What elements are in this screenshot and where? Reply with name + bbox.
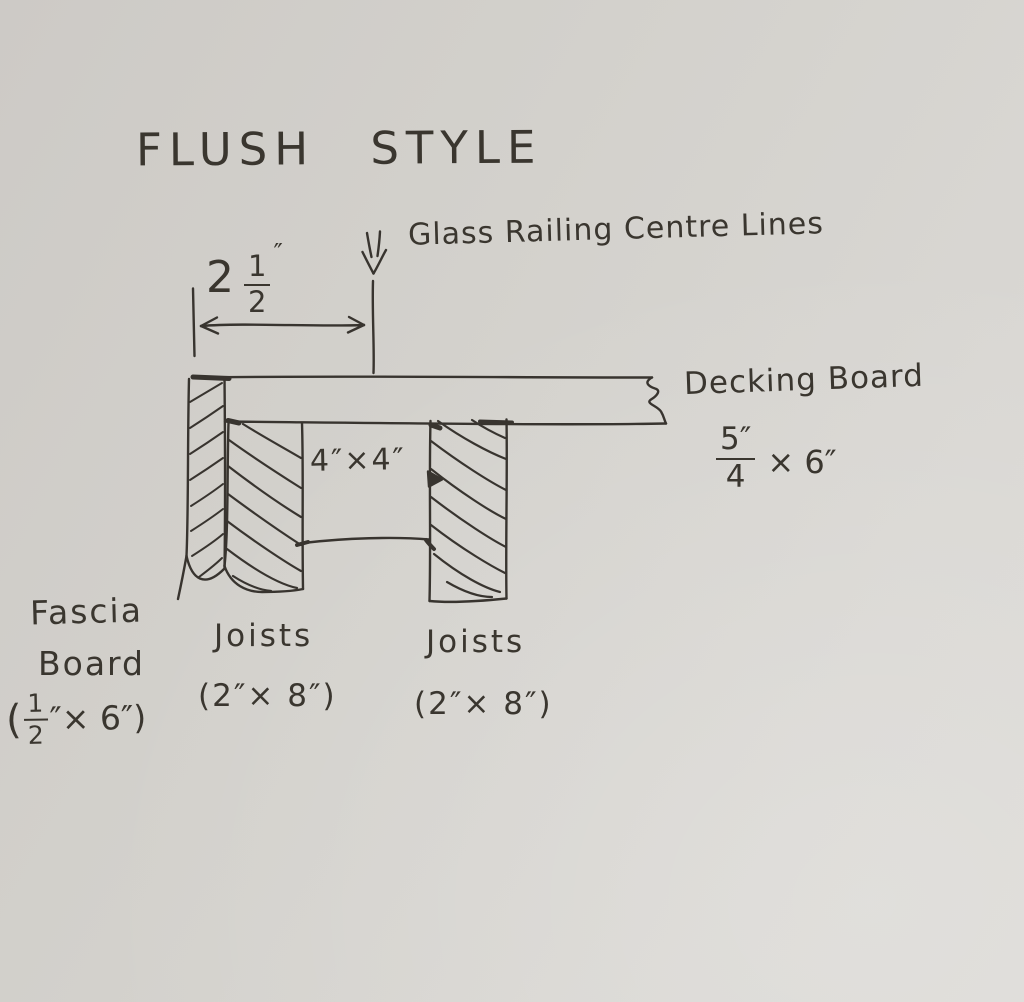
joist-right-hatch bbox=[429, 418, 508, 599]
dimension-denominator: 2 bbox=[248, 285, 267, 319]
joist-right-label: Joists bbox=[426, 624, 526, 660]
fascia-label-line2: Board bbox=[38, 644, 145, 683]
dimension-unit: ″ bbox=[273, 238, 283, 267]
dimension-fraction: 1 2 bbox=[244, 252, 271, 319]
dimension-arrow bbox=[191, 287, 366, 358]
dimension-label: 2 1 2 ″ bbox=[206, 238, 283, 319]
decking-size-suffix: × 6″ bbox=[767, 442, 837, 481]
post-size-label: 4″×4″ bbox=[309, 442, 407, 479]
ink-mark bbox=[225, 418, 242, 426]
dimension-numerator: 1 bbox=[244, 252, 271, 286]
decking-board-shape bbox=[194, 375, 668, 426]
joist-left-shape bbox=[223, 418, 305, 594]
down-arrow-icon bbox=[361, 230, 388, 275]
ink-mark bbox=[426, 470, 444, 488]
fascia-board-shape bbox=[176, 374, 232, 601]
fascia-size-label: ( 1 2 ″× 6″) bbox=[5, 689, 147, 750]
fascia-size-fraction: 1 2 bbox=[23, 689, 48, 750]
decking-size-denominator: 4 bbox=[725, 459, 746, 495]
joist-left-label: Joists bbox=[214, 618, 314, 654]
fascia-hatch bbox=[189, 382, 224, 578]
joist-right-size: (2″× 8″) bbox=[414, 686, 553, 722]
ink-mark bbox=[424, 538, 436, 551]
page-title: FLUSH STYLE bbox=[135, 120, 543, 177]
glass-centreline bbox=[371, 279, 375, 375]
decking-size-numerator-unit: ″ bbox=[739, 421, 752, 457]
dimension-whole: 2 bbox=[206, 252, 234, 303]
decking-size-numerator-value: 5 bbox=[720, 421, 740, 457]
fascia-size-suffix: ″× 6″) bbox=[49, 697, 147, 739]
fascia-size-denominator: 2 bbox=[27, 720, 45, 750]
fascia-size-numerator: 1 bbox=[23, 689, 48, 721]
fascia-size-open-paren: ( bbox=[5, 696, 23, 743]
decking-size-numerator: 5″ bbox=[716, 421, 756, 460]
post-gap-line bbox=[295, 536, 431, 547]
decking-size-fraction: 5″ 4 bbox=[716, 421, 756, 495]
joist-left-hatch bbox=[225, 422, 303, 593]
ink-mark bbox=[428, 422, 443, 431]
joist-left-size: (2″× 8″) bbox=[198, 678, 337, 714]
joist-right-shape bbox=[424, 418, 508, 603]
fascia-label-line1: Fascia bbox=[29, 590, 144, 633]
decking-board-size: 5″ 4 × 6″ bbox=[716, 424, 837, 493]
